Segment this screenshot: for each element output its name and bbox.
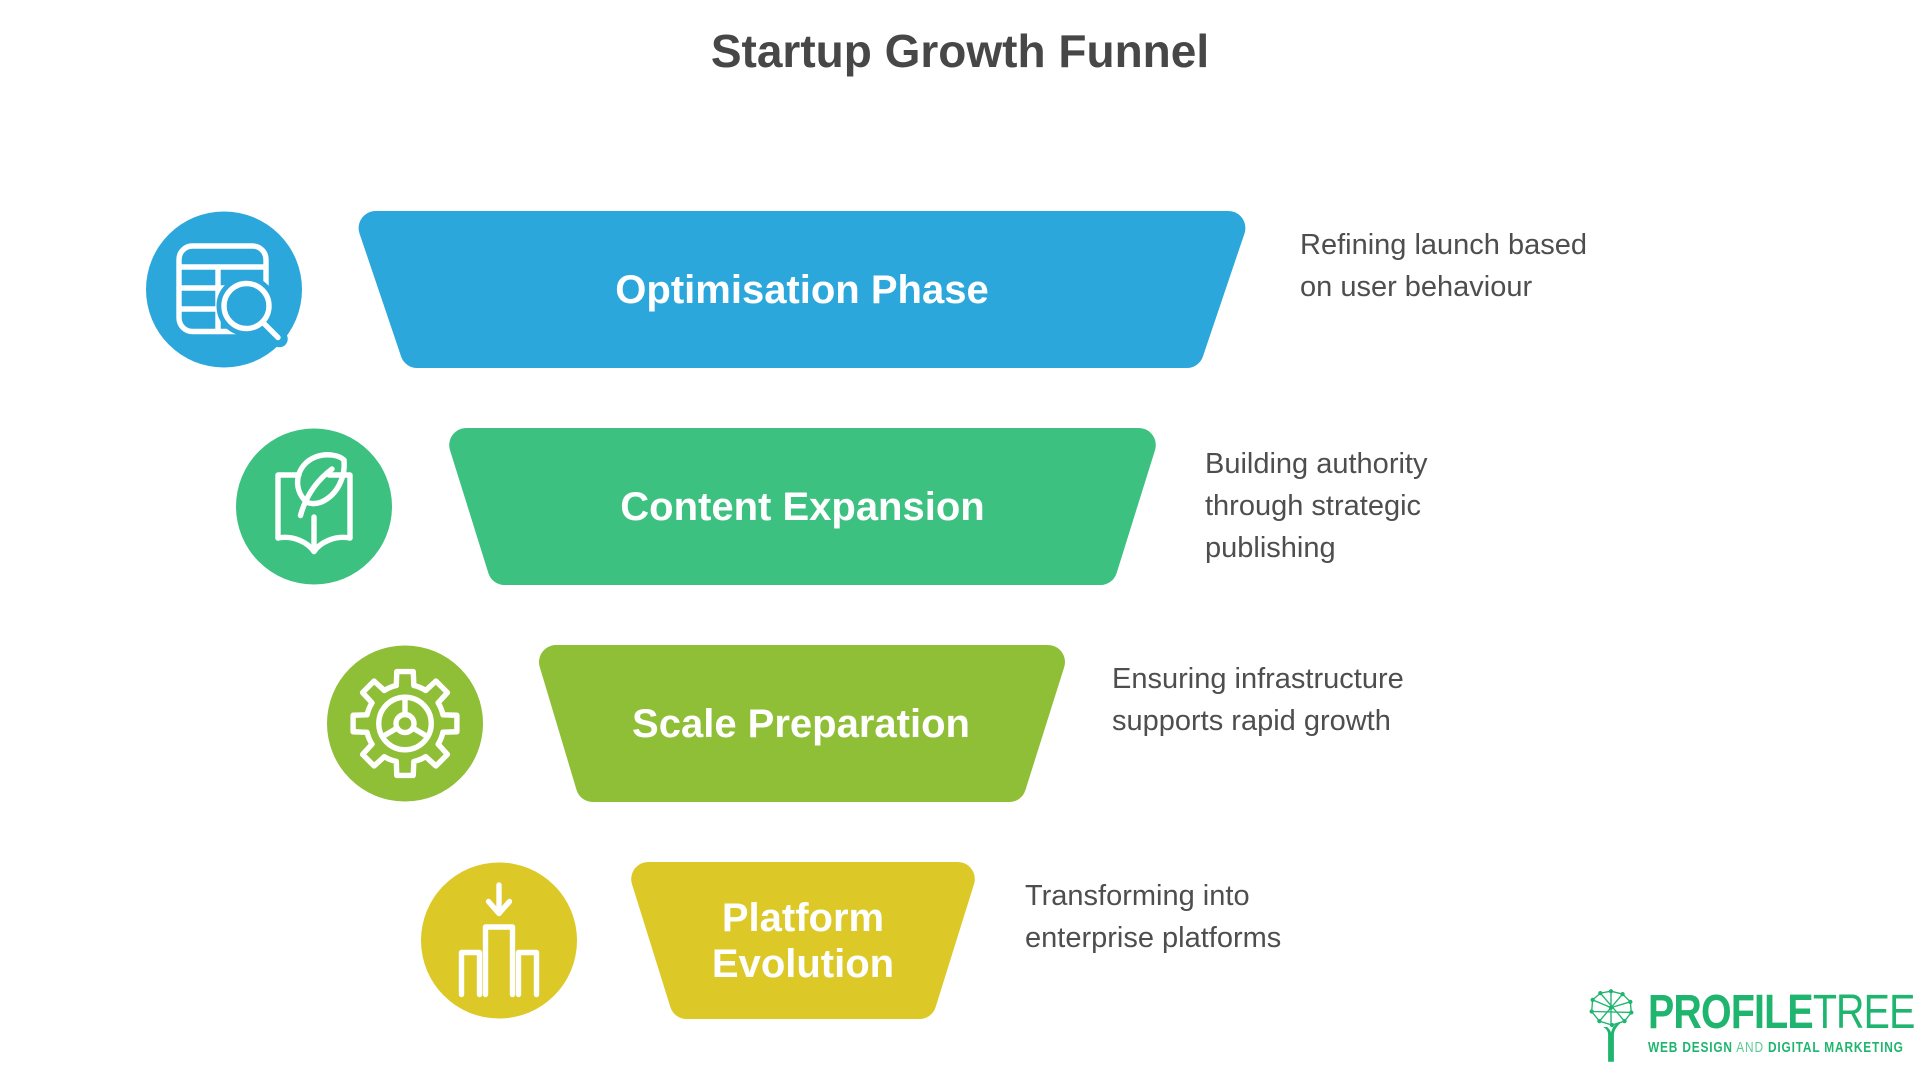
book-leaf-icon — [275, 452, 353, 555]
logo-name-light: TREE — [1812, 986, 1916, 1039]
stage-label-platform-evolution: Platform Evolution — [711, 895, 895, 986]
podium-arrow-icon — [458, 882, 540, 998]
table-search-icon — [176, 243, 288, 348]
funnel-stage-shape-3 — [539, 645, 1065, 802]
stage-icon-circle-2 — [236, 428, 392, 585]
stage-description-3: Ensuring infrastructure supports rapid g… — [1112, 663, 1404, 738]
logo-text: PROFILETREE WEB DESIGN AND DIGITAL MARKE… — [1648, 986, 1916, 1056]
gear-icon — [350, 668, 460, 779]
stage-description-2: Building authority through strategic pub… — [1205, 448, 1428, 565]
logo-tagline: WEB DESIGN AND DIGITAL MARKETING — [1648, 1040, 1915, 1056]
tree-network-icon — [1589, 989, 1634, 1062]
tagline-digital-marketing: DIGITAL MARKETING — [1767, 1040, 1904, 1057]
stage-description-4: Transforming into enterprise platforms — [1025, 880, 1282, 955]
stage-label-content-expansion: Content Expansion — [620, 484, 985, 529]
stage-icon-circle-3 — [327, 645, 483, 802]
funnel-stage-shape-2 — [449, 428, 1156, 585]
funnel-stage-shape-1 — [358, 211, 1246, 368]
funnel-stage-shape-4 — [631, 862, 975, 1019]
profiletree-logo: PROFILETREE WEB DESIGN AND DIGITAL MARKE… — [1582, 986, 1920, 1064]
stage-label-scale-preparation: Scale Preparation — [632, 701, 970, 746]
logo-name-bold: PROFILE — [1648, 986, 1814, 1039]
stage-label-optimisation-phase: Optimisation Phase — [615, 267, 989, 312]
stage-description-1: Refining launch based on user behaviour — [1300, 229, 1587, 304]
logo-wordmark: PROFILETREE — [1648, 986, 1916, 1039]
tagline-and: AND — [1732, 1040, 1768, 1057]
tagline-web-design: WEB DESIGN — [1648, 1040, 1733, 1057]
page-title: Startup Growth Funnel — [710, 25, 1210, 77]
